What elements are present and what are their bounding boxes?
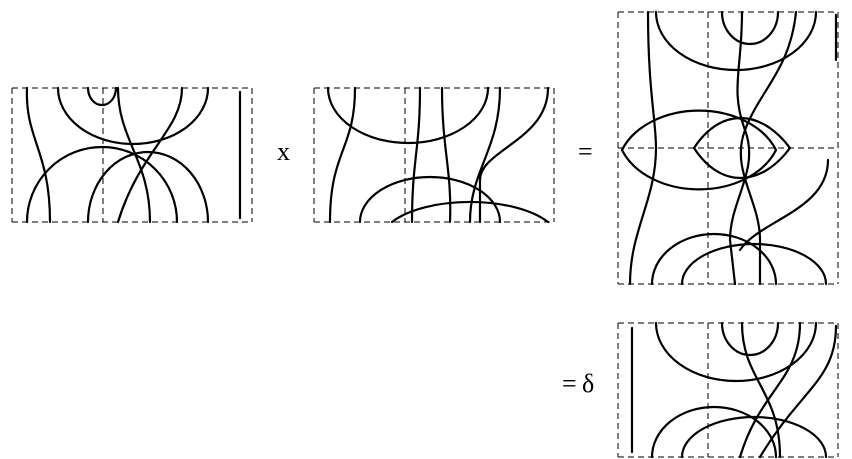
diagram-d (617, 321, 839, 459)
diagram-a-strand-middle (116, 86, 152, 224)
diagram-a-cap-inner (86, 150, 210, 224)
diagram-a-strand-cross (116, 86, 184, 224)
diagram-c-cup-inner (720, 10, 780, 46)
diagram-a-frame (11, 87, 253, 223)
diagram-b-strand-b (440, 86, 452, 224)
diagram-d-cap-2 (680, 415, 828, 459)
diagram-d-frame (617, 322, 839, 458)
diagram-c-cap-2 (680, 242, 828, 286)
diagram-b (313, 86, 555, 224)
diagram-b-cup-outer (326, 86, 490, 145)
diagram-d-strand-c (758, 324, 838, 459)
diagram-c-loop-left (620, 109, 778, 191)
diagram-a-cap-outer (25, 145, 179, 224)
diagram-a (11, 86, 253, 224)
diagram-a-strand-left (25, 86, 52, 224)
diagram-d-cup-inner (720, 321, 780, 357)
diagram-c-strand-left (628, 10, 658, 286)
times-operator: x (277, 137, 290, 166)
diagram-b-frame (313, 87, 555, 223)
diagram-b-cap-outer (358, 175, 502, 224)
diagram-a-cup-inner (86, 86, 118, 107)
diagram-c-cap-1 (650, 232, 778, 286)
diagram-c-loop-eye (692, 116, 792, 180)
equals-operator-1: = (578, 137, 593, 166)
diagram-c-cup-outer (654, 10, 818, 72)
diagram-c-strand-cross (738, 158, 830, 252)
diagram-b-strand-c (468, 86, 502, 224)
diagram-d-cap-1 (650, 405, 778, 459)
diagram-a-cup-outer (56, 86, 210, 146)
diagram-b-strand-a (410, 86, 422, 224)
diagram-b-strand-left (328, 86, 357, 224)
diagram-c (617, 10, 839, 286)
diagram-d-strand-b (738, 321, 802, 459)
diagram-c-frame (617, 11, 839, 285)
diagram-d-cup-outer (654, 321, 818, 383)
diagram-b-cap-wide (390, 200, 550, 224)
delta-symbol: δ (582, 369, 594, 398)
diagram-b-strand-cross (478, 86, 550, 224)
equals-operator-2: = (562, 369, 577, 398)
diagram-d-strand-a (740, 321, 782, 459)
diagram-c-strand-mid2 (739, 10, 798, 286)
